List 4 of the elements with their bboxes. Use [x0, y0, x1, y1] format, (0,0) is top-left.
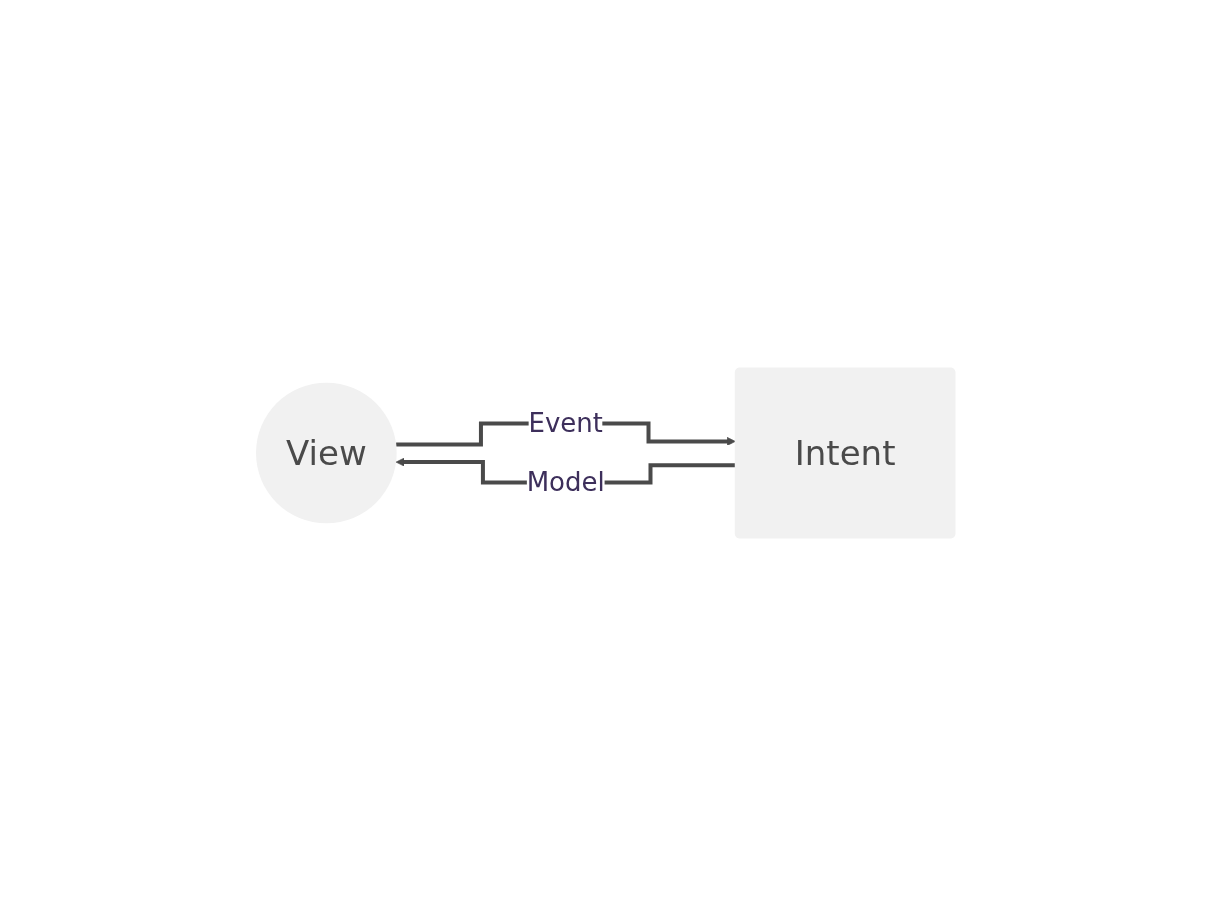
edge-label: Model [526, 467, 606, 497]
edge-label: Event [528, 408, 604, 438]
node-box: Intent [735, 367, 956, 539]
node-circle: View [256, 382, 397, 524]
